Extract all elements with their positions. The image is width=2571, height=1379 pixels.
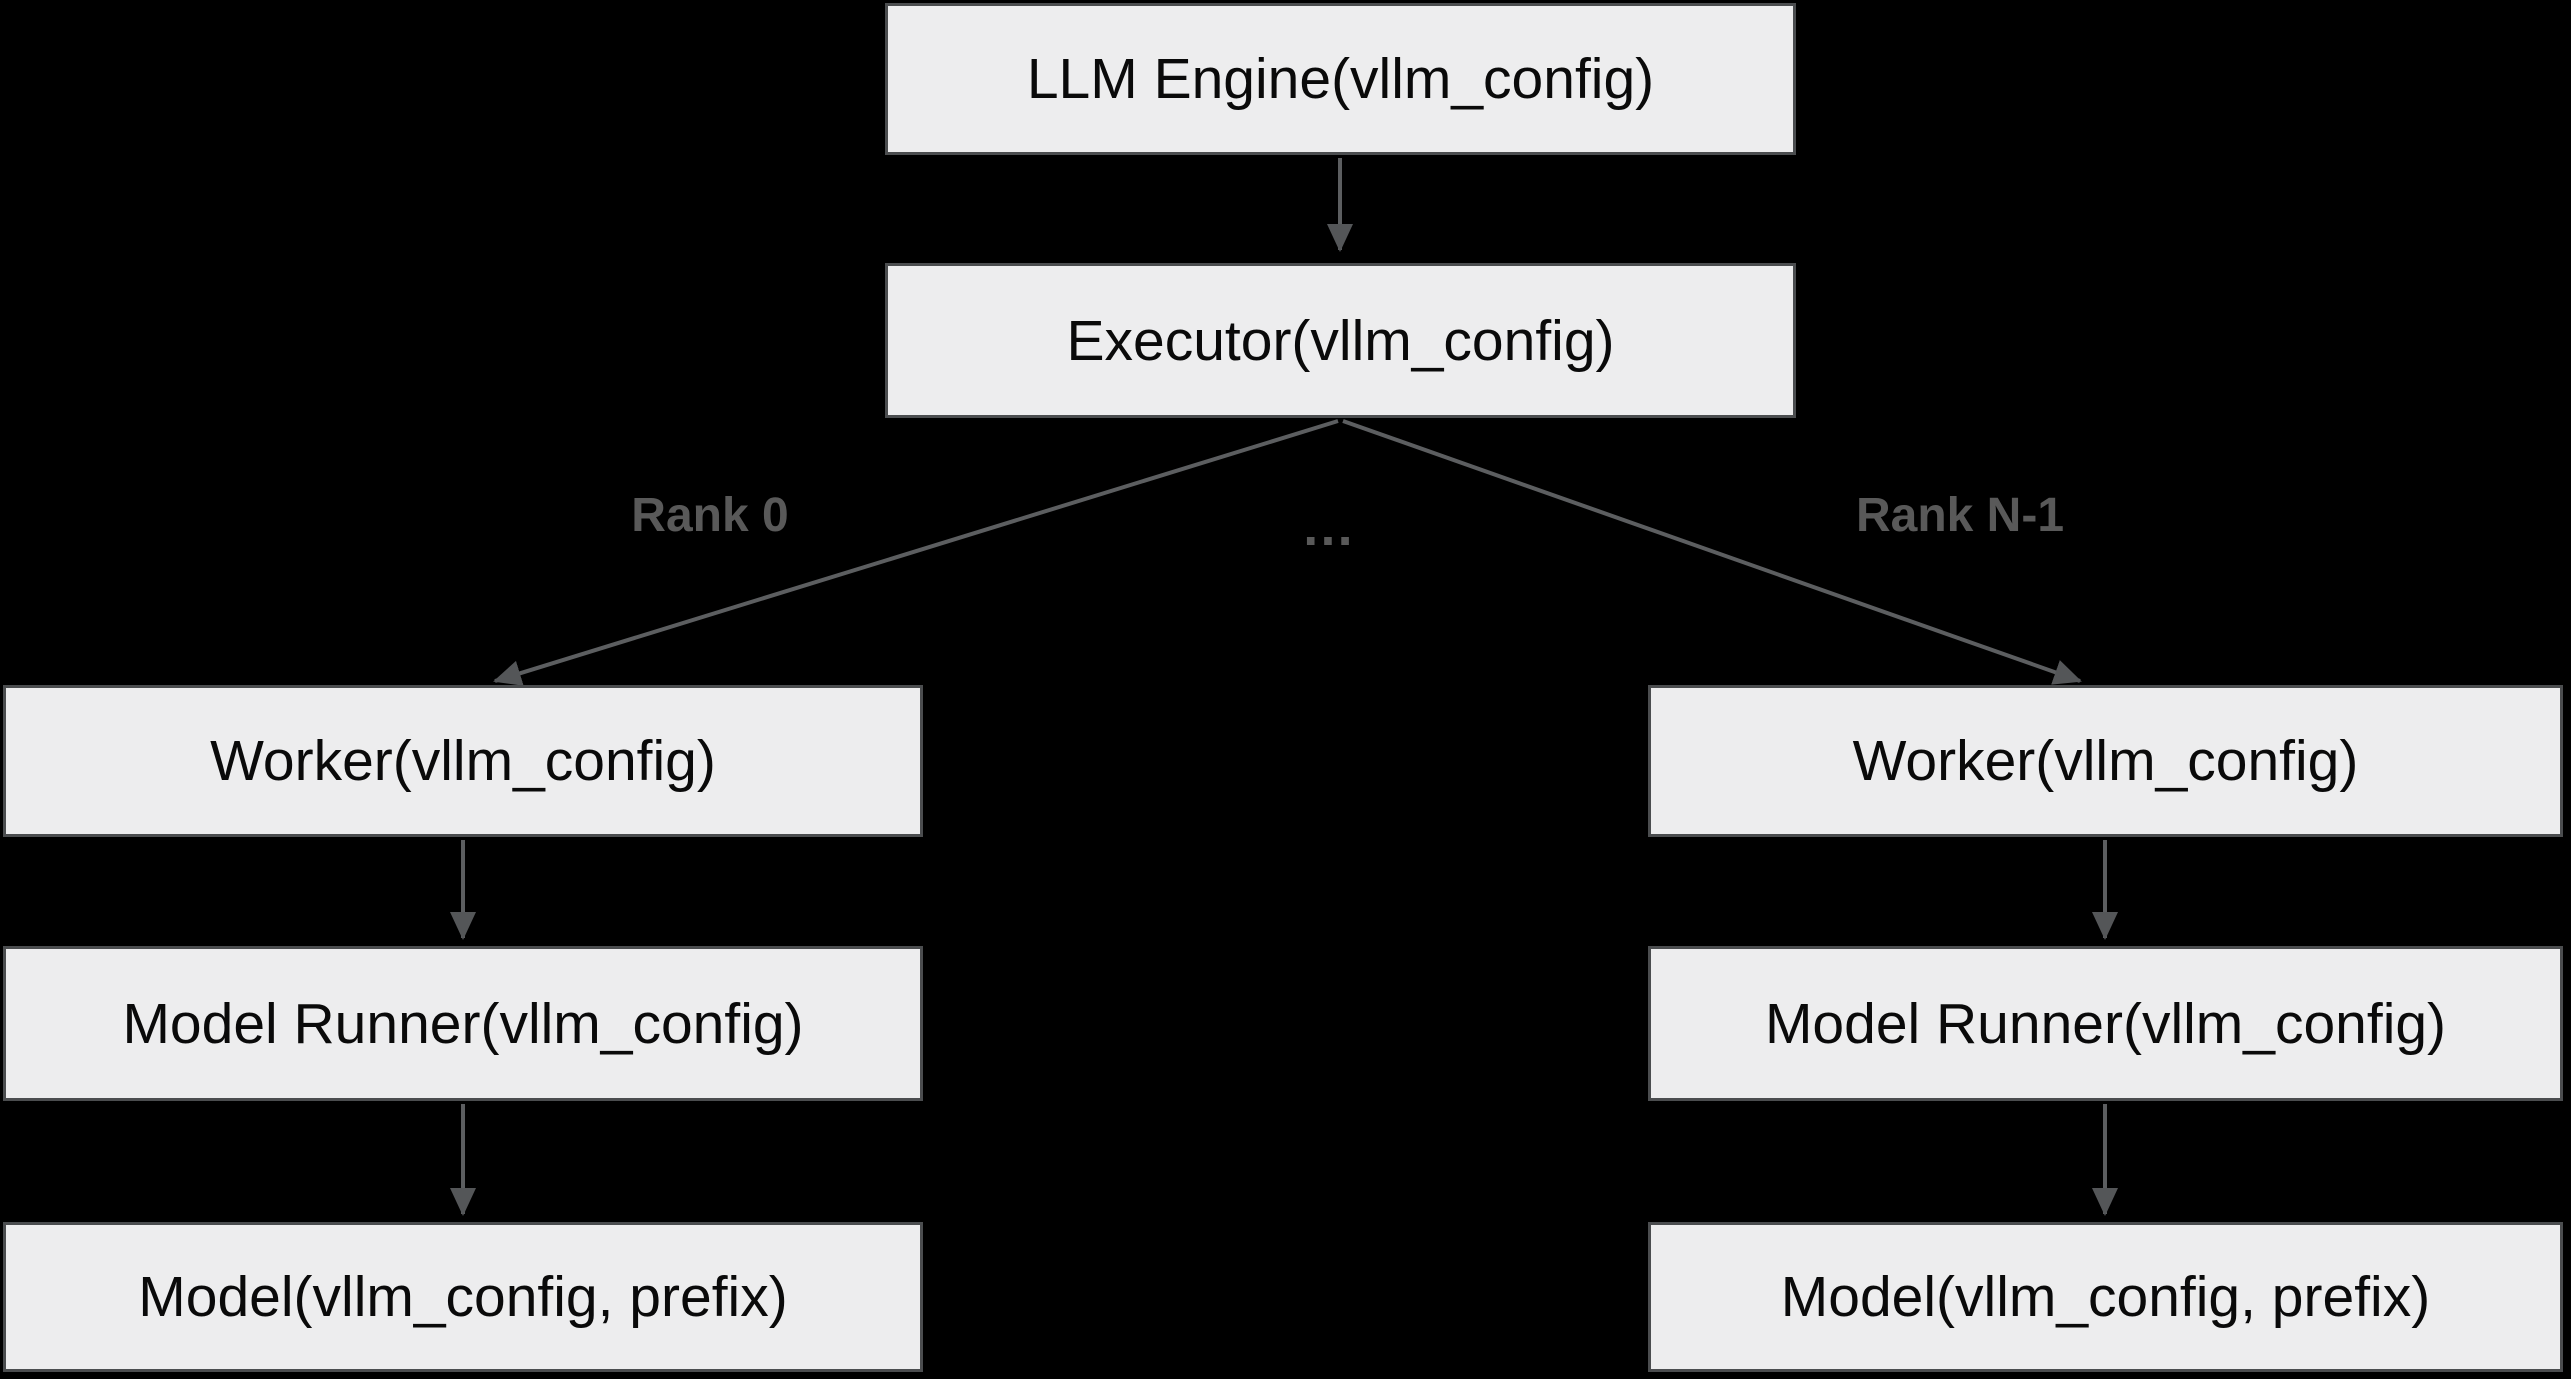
node-worker-left: Worker(vllm_config) [3,685,923,837]
edge-label-ellipsis: … [1301,497,1359,557]
edge-executor-to-worker-left [493,419,1339,686]
node-model-right: Model(vllm_config, prefix) [1648,1222,2563,1372]
edge-label-rank-0: Rank 0 [631,489,789,542]
node-executor: Executor(vllm_config) [885,263,1796,418]
node-model-runner-right: Model Runner(vllm_config) [1648,946,2563,1101]
edge-label-rank-n-1: Rank N-1 [1855,489,2065,542]
node-llm-engine: LLM Engine(vllm_config) [885,3,1796,155]
node-model-left: Model(vllm_config, prefix) [3,1222,923,1372]
node-model-runner-left: Model Runner(vllm_config) [3,946,923,1101]
edge-executor-to-worker-right [1342,419,2082,685]
node-worker-right: Worker(vllm_config) [1648,685,2563,837]
